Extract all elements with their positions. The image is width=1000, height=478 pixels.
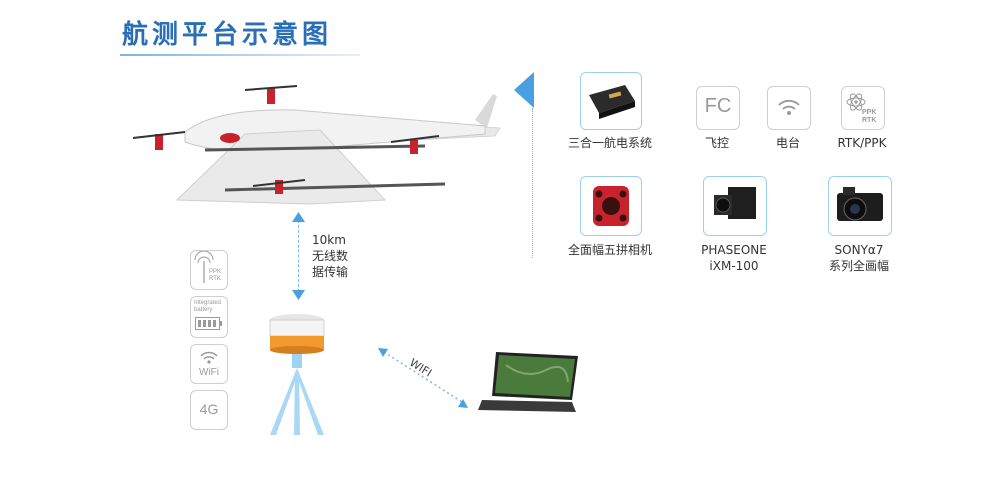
data-link-line [298, 220, 299, 292]
satellite-orbit-icon [846, 93, 866, 111]
five-lens-camera-image [580, 176, 642, 236]
fc-label: 飞控 [704, 136, 729, 150]
battery-icon [195, 317, 222, 330]
antenna-icon [194, 250, 214, 283]
five-lens-camera-label: 全面幅五拼相机 [567, 243, 652, 257]
radio-label: 电台 [775, 136, 800, 150]
data-link-line2: 无线数 [312, 249, 349, 263]
wifi-link-line [378, 348, 468, 408]
base-rtk-text: RTK [209, 276, 221, 282]
rtk-ppk-text-2: RTK [862, 117, 877, 124]
phaseone-label-line1: PHASEONE [701, 243, 767, 257]
page-title: 航测平台示意图 [122, 20, 333, 50]
wifi-text: WiFi [199, 367, 219, 378]
pointer-triangle-icon [514, 72, 534, 108]
arrow-down-icon [292, 290, 305, 300]
fc-badge: FC [696, 86, 740, 130]
base-ppk-text: PPK [209, 269, 222, 275]
phaseone-label: PHASEONE iXM-100 [686, 242, 782, 274]
base-station-image [269, 314, 325, 435]
vtol-drone-image [132, 85, 501, 205]
battery-text-2: battery [194, 307, 213, 313]
base-4g-badge: 4G [190, 390, 228, 430]
phaseone-label-line2: iXM-100 [709, 259, 759, 273]
rtk-ppk-text-1: PPK [862, 109, 877, 116]
data-link-line3: 据传输 [312, 265, 349, 279]
rtk-ppk-badge: PPK RTK [841, 86, 885, 130]
title-underline [120, 54, 360, 56]
avionics-label: 三合一航电系统 [567, 136, 652, 150]
arrow-up-icon [292, 212, 305, 222]
fc-text: FC [704, 95, 732, 117]
sony-camera-image [828, 176, 892, 236]
radio-badge [767, 86, 811, 130]
sony-label-line1: SONYα7 [834, 243, 884, 257]
laptop-image [478, 352, 578, 412]
phaseone-camera-image [703, 176, 767, 236]
sony-label-line2: 系列全画幅 [828, 259, 889, 273]
4g-text: 4G [199, 401, 219, 417]
data-link-line1: 10km [312, 233, 346, 247]
section-divider [532, 108, 533, 258]
avionics-module-image [580, 72, 642, 130]
rtk-ppk-label: RTK/PPK [837, 136, 887, 150]
wifi-icon [200, 351, 218, 364]
base-wifi-badge: WiFi [190, 344, 228, 384]
radio-wifi-icon [778, 99, 800, 115]
data-link-label: 10km 无线数 据传输 [312, 232, 348, 280]
base-rtk-ppk-badge: PPK RTK [190, 250, 228, 290]
base-battery-badge: Integrated battery [190, 296, 228, 338]
sony-label: SONYα7 系列全画幅 [812, 242, 906, 274]
battery-text-1: Integrated [194, 300, 222, 306]
